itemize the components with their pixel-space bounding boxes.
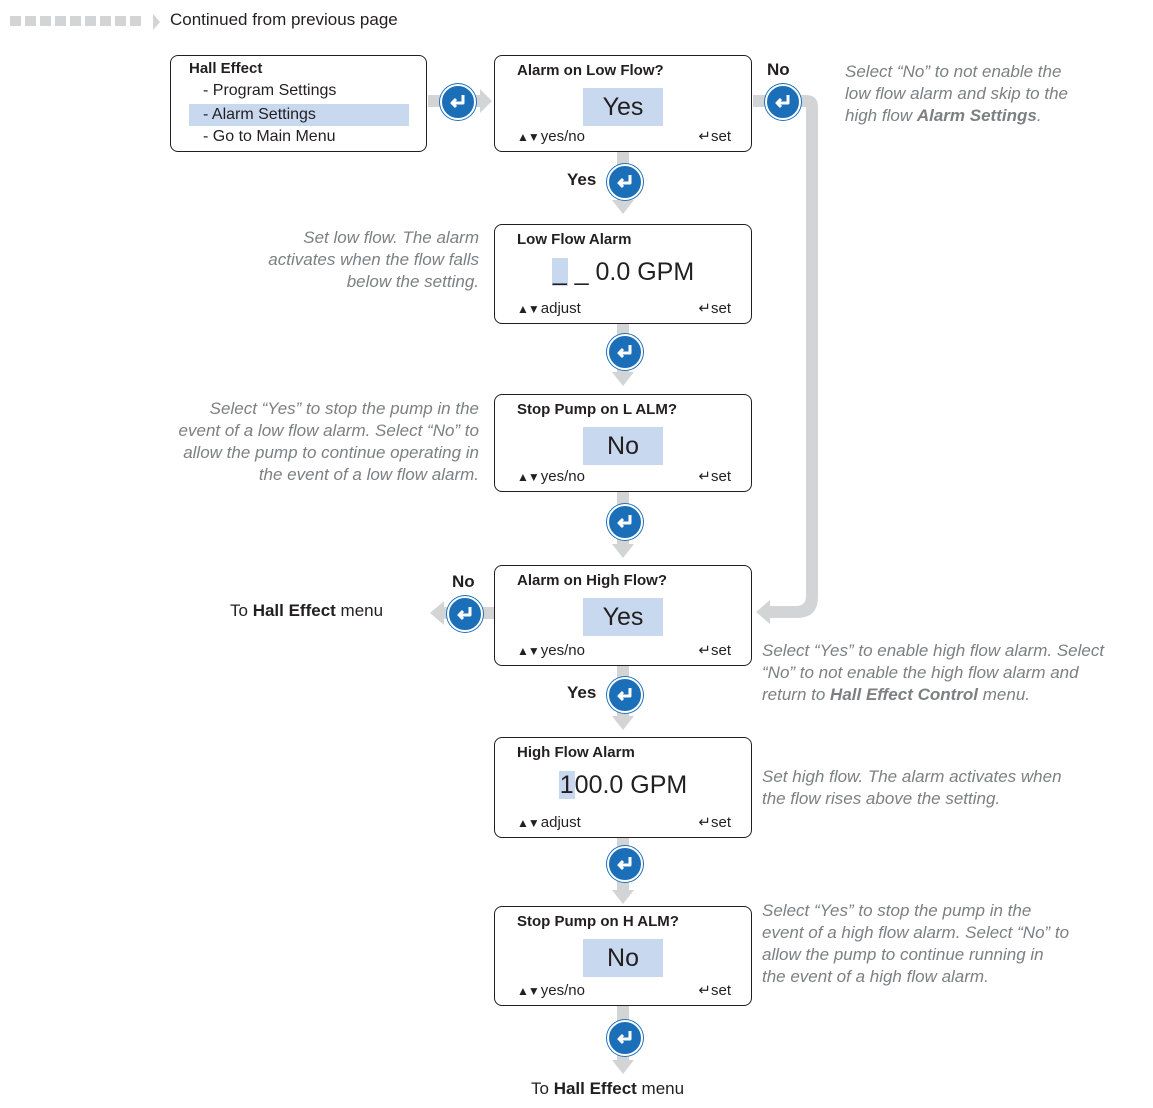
screen-value[interactable]: No: [583, 939, 663, 977]
screen-hint: ▲▼yes/no: [517, 982, 585, 999]
up-down-triangle-icon: ▲▼: [517, 302, 540, 316]
screen-value[interactable]: 100.0 GPM: [558, 771, 688, 799]
digit-cursor: 1: [558, 771, 575, 799]
menu-item-main-menu[interactable]: - Go to Main Menu: [203, 128, 336, 145]
screen-title: Low Flow Alarm: [517, 231, 632, 248]
screen-hint: ▲▼yes/no: [517, 642, 585, 659]
note-set-low: Set low flow. The alarm activates when t…: [268, 228, 479, 291]
return-arrow-icon: ↵: [698, 128, 711, 145]
return-arrow-icon: ↵: [698, 300, 711, 317]
enter-arrow-icon[interactable]: [607, 677, 643, 713]
return-arrow-icon: ↵: [698, 982, 711, 999]
hall-effect-menu-screen: Hall Effect - Program Settings - Alarm S…: [170, 55, 427, 152]
screen-title: Stop Pump on H ALM?: [517, 913, 679, 930]
note-stop-low: Select “Yes” to stop the pump in the eve…: [178, 399, 479, 484]
progress-square: [100, 16, 111, 26]
up-down-triangle-icon: ▲▼: [517, 644, 540, 658]
up-down-triangle-icon: ▲▼: [517, 130, 540, 144]
screen-alarm-on-high-flow: Alarm on High Flow? Yes ▲▼yes/no ↵set: [494, 565, 752, 666]
screen-alarm-on-low-flow: Alarm on Low Flow? Yes ▲▼yes/no ↵set: [494, 55, 752, 152]
screen-set: ↵set: [698, 468, 731, 485]
menu-item-program-settings[interactable]: - Program Settings: [203, 82, 337, 99]
screen-set: ↵set: [698, 642, 731, 659]
screen-title: Stop Pump on L ALM?: [517, 401, 677, 418]
up-down-triangle-icon: ▲▼: [517, 816, 540, 830]
screen-hint: ▲▼adjust: [517, 814, 581, 831]
screen-stop-pump-low: Stop Pump on L ALM? No ▲▼yes/no ↵set: [494, 394, 752, 492]
exit-to-hall-effect-menu[interactable]: To Hall Effect menu: [230, 601, 384, 620]
screen-title: High Flow Alarm: [517, 744, 635, 761]
screen-hint: ▲▼adjust: [517, 300, 581, 317]
screen-set: ↵set: [698, 128, 731, 145]
branch-label-yes: Yes: [567, 170, 597, 189]
note-low-no: Select “No” to not enable the low flow a…: [845, 62, 1068, 125]
enter-arrow-icon[interactable]: [765, 84, 801, 120]
enter-arrow-icon[interactable]: [607, 164, 643, 200]
up-down-triangle-icon: ▲▼: [517, 984, 540, 998]
enter-arrow-icon[interactable]: [607, 334, 643, 370]
return-arrow-icon: ↵: [698, 814, 711, 831]
screen-value[interactable]: No: [583, 427, 663, 465]
exit-to-hall-effect-menu[interactable]: To Hall Effect menu: [531, 1079, 685, 1098]
screen-hint: ▲▼yes/no: [517, 128, 585, 145]
progress-square: [85, 16, 96, 26]
screen-high-flow-alarm: High Flow Alarm 100.0 GPM ▲▼adjust ↵set: [494, 737, 752, 838]
digit-cursor: _: [551, 258, 568, 286]
enter-arrow-icon[interactable]: [607, 504, 643, 540]
progress-square: [25, 16, 36, 26]
screen-hint: ▲▼yes/no: [517, 468, 585, 485]
branch-label-yes: Yes: [567, 683, 597, 702]
enter-arrow-icon[interactable]: [440, 84, 476, 120]
screen-title: Alarm on High Flow?: [517, 572, 667, 589]
branch-label-no: No: [767, 60, 790, 79]
branch-label-no: No: [452, 572, 475, 591]
progress-square: [10, 16, 21, 26]
enter-arrow-icon[interactable]: [607, 1020, 643, 1056]
menu-title: Hall Effect: [189, 60, 263, 77]
screen-value[interactable]: Yes: [583, 88, 663, 126]
menu-item-alarm-settings[interactable]: - Alarm Settings: [189, 104, 409, 126]
screen-set: ↵set: [698, 300, 731, 317]
up-down-triangle-icon: ▲▼: [517, 470, 540, 484]
note-set-high: Set high flow. The alarm activates when …: [762, 767, 1062, 808]
screen-value[interactable]: Yes: [583, 598, 663, 636]
enter-arrow-icon[interactable]: [447, 596, 483, 632]
progress-square: [70, 16, 81, 26]
progress-square: [115, 16, 126, 26]
progress-square: [40, 16, 51, 26]
screen-low-flow-alarm: Low Flow Alarm _ _ 0.0 GPM ▲▼adjust ↵set: [494, 224, 752, 324]
return-arrow-icon: ↵: [698, 642, 711, 659]
note-stop-high: Select “Yes” to stop the pump in the eve…: [762, 901, 1070, 986]
screen-value[interactable]: _ _ 0.0 GPM: [551, 258, 695, 286]
screen-stop-pump-high: Stop Pump on H ALM? No ▲▼yes/no ↵set: [494, 906, 752, 1006]
progress-square: [55, 16, 66, 26]
note-high-enable: Select “Yes” to enable high flow alarm. …: [762, 641, 1105, 704]
screen-set: ↵set: [698, 982, 731, 999]
continued-label: Continued from previous page: [170, 10, 398, 29]
screen-set: ↵set: [698, 814, 731, 831]
progress-square: [130, 16, 141, 26]
return-arrow-icon: ↵: [698, 468, 711, 485]
screen-title: Alarm on Low Flow?: [517, 62, 664, 79]
enter-arrow-icon[interactable]: [607, 846, 643, 882]
